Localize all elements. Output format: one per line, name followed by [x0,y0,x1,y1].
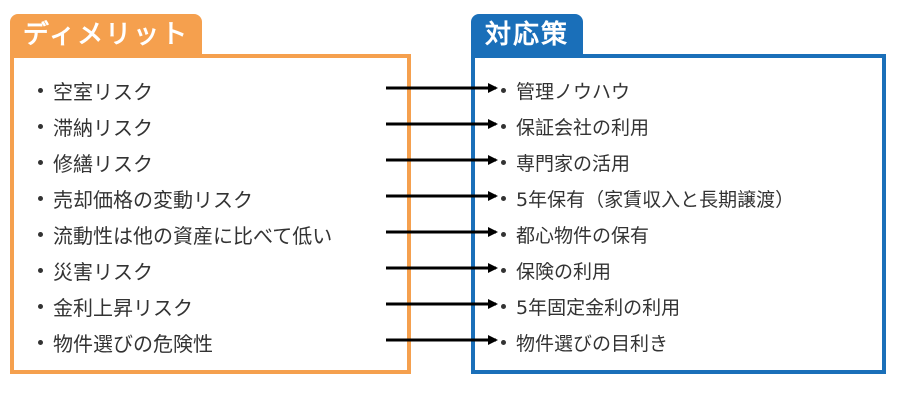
demerit-item-label: 滞納リスク [53,115,153,140]
demerit-item-label: 金利上昇リスク [53,295,193,320]
countermeasure-item: 管理ノウハウ [501,72,794,108]
demerit-box: 空室リスク 滞納リスク 修繕リスク 売却価格の変動リスク 流動性は他の資産に比べ… [10,54,411,374]
bullet-dot-icon [38,159,43,165]
demerit-item: 修繕リスク [38,144,332,180]
countermeasure-item-label: 保証会社の利用 [516,116,650,139]
bullet-dot-icon [38,267,43,273]
bullet-dot-icon [501,231,506,237]
bullet-dot-icon [501,123,506,129]
demerit-item-label: 売却価格の変動リスク [53,187,253,212]
countermeasure-list: 管理ノウハウ 保証会社の利用 専門家の活用 5年保有（家賃収入と長期譲渡） 都心… [501,72,794,360]
bullet-dot-icon [501,339,506,345]
countermeasure-item: 保険の利用 [501,252,794,288]
demerit-item-label: 物件選びの危険性 [53,331,213,356]
demerit-item: 空室リスク [38,72,332,108]
countermeasure-header: 対応策 [471,14,583,56]
demerit-item-label: 空室リスク [53,79,153,104]
demerit-item-label: 修繕リスク [53,151,153,176]
countermeasure-item-label: 都心物件の保有 [516,224,650,247]
demerit-item: 物件選びの危険性 [38,324,332,360]
demerit-header: ディメリット [10,14,202,56]
countermeasure-item-label: 専門家の活用 [516,152,631,175]
demerit-item: 災害リスク [38,252,332,288]
demerit-list: 空室リスク 滞納リスク 修繕リスク 売却価格の変動リスク 流動性は他の資産に比べ… [38,72,332,360]
bullet-dot-icon [38,303,43,309]
bullet-dot-icon [501,303,506,309]
countermeasure-item-label: 保険の利用 [516,260,612,283]
bullet-dot-icon [501,267,506,273]
countermeasure-title: 対応策 [484,20,569,50]
demerit-item: 売却価格の変動リスク [38,180,332,216]
countermeasure-item-label: 5年保有（家賃収入と長期譲渡） [516,188,795,211]
bullet-dot-icon [38,339,43,345]
countermeasure-item: 専門家の活用 [501,144,794,180]
countermeasure-item-label: 5年固定金利の利用 [516,296,681,319]
demerit-item: 流動性は他の資産に比べて低い [38,216,332,252]
countermeasure-item-label: 管理ノウハウ [516,80,631,103]
countermeasure-box: 管理ノウハウ 保証会社の利用 専門家の活用 5年保有（家賃収入と長期譲渡） 都心… [471,54,886,374]
countermeasure-item: 5年固定金利の利用 [501,288,794,324]
demerit-item-label: 流動性は他の資産に比べて低い [53,223,333,248]
bullet-dot-icon [501,195,506,201]
bullet-dot-icon [38,195,43,201]
bullet-dot-icon [38,123,43,129]
bullet-dot-icon [501,87,506,93]
countermeasure-item: 保証会社の利用 [501,108,794,144]
demerit-item: 滞納リスク [38,108,332,144]
bullet-dot-icon [38,231,43,237]
countermeasure-item: 5年保有（家賃収入と長期譲渡） [501,180,794,216]
bullet-dot-icon [38,87,43,93]
demerit-item: 金利上昇リスク [38,288,332,324]
countermeasure-item: 都心物件の保有 [501,216,794,252]
countermeasure-item-label: 物件選びの目利き [516,332,669,355]
countermeasure-item: 物件選びの目利き [501,324,794,360]
demerit-item-label: 災害リスク [53,259,153,284]
demerit-title: ディメリット [22,20,190,50]
bullet-dot-icon [501,159,506,165]
